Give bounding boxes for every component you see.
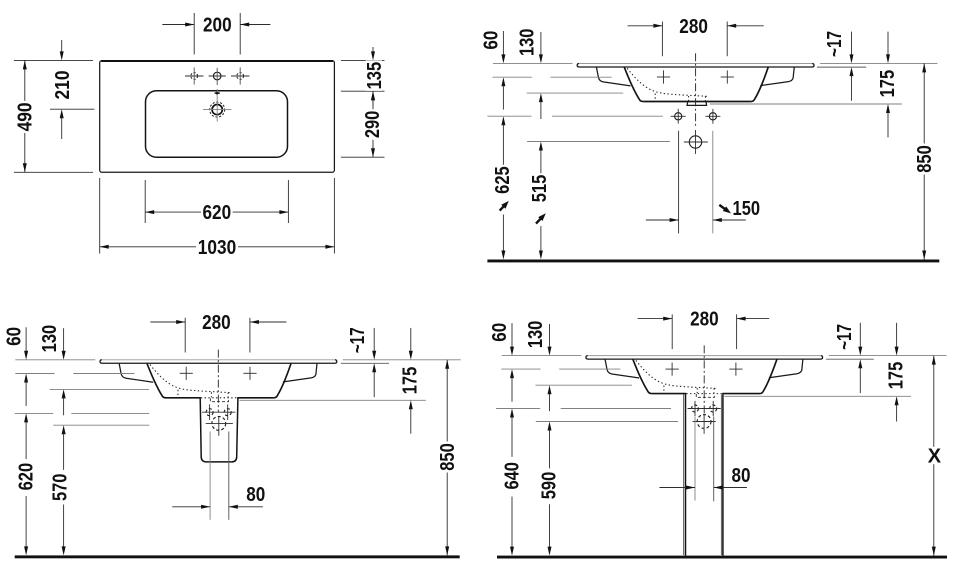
svg-text:625: 625 xyxy=(492,166,514,194)
svg-text:1030: 1030 xyxy=(198,237,236,259)
svg-text:150: 150 xyxy=(733,198,761,220)
svg-text:280: 280 xyxy=(679,16,708,38)
svg-text:175: 175 xyxy=(885,362,907,390)
svg-text:620: 620 xyxy=(203,202,232,224)
svg-text:200: 200 xyxy=(203,15,232,37)
svg-text:~17: ~17 xyxy=(824,31,846,57)
svg-text:640: 640 xyxy=(501,462,523,490)
svg-text:130: 130 xyxy=(525,321,547,349)
svg-text:620: 620 xyxy=(15,463,37,491)
svg-text:570: 570 xyxy=(50,474,72,502)
svg-text:850: 850 xyxy=(437,443,459,471)
svg-text:175: 175 xyxy=(877,70,899,98)
svg-text:850: 850 xyxy=(914,145,936,173)
svg-text:490: 490 xyxy=(15,102,37,131)
svg-text:130: 130 xyxy=(39,325,61,353)
svg-text:X: X xyxy=(928,446,942,468)
svg-text:60: 60 xyxy=(489,323,511,342)
svg-text:60: 60 xyxy=(3,327,25,346)
svg-text:175: 175 xyxy=(399,367,421,395)
svg-text:~17: ~17 xyxy=(834,324,856,350)
svg-text:80: 80 xyxy=(246,484,265,506)
svg-text:60: 60 xyxy=(481,31,503,50)
svg-text:130: 130 xyxy=(516,29,538,57)
svg-text:80: 80 xyxy=(732,465,751,487)
svg-text:280: 280 xyxy=(690,309,719,331)
svg-text:590: 590 xyxy=(538,472,560,500)
svg-text:290: 290 xyxy=(362,111,384,138)
svg-text:515: 515 xyxy=(529,175,551,203)
svg-text:135: 135 xyxy=(364,62,386,90)
svg-text:210: 210 xyxy=(52,71,74,100)
svg-text:280: 280 xyxy=(202,312,231,334)
svg-text:~17: ~17 xyxy=(347,327,369,353)
